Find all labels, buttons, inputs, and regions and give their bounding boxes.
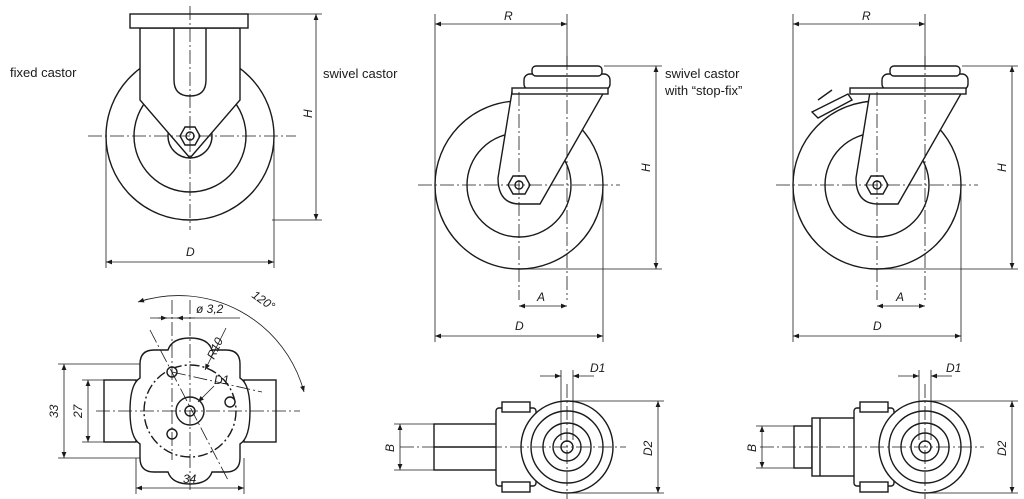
caption-swivel-castor: swivel castor (323, 66, 398, 81)
caption-stopfix-line1: swivel castor (665, 66, 740, 81)
caption-fixed-castor: fixed castor (10, 65, 77, 80)
swivel-dim-B: B (383, 444, 397, 452)
fixed-dim-H: H (301, 109, 315, 118)
swivel-dim-D: D (515, 319, 524, 333)
stopfix-castor-front-view: B D1 D2 (745, 361, 1018, 499)
stopfix-brake-lever (810, 93, 854, 119)
stopfix-dim-D: D (873, 319, 882, 333)
plate-dim-hole: ø 3,2 (196, 302, 224, 316)
swivel-dim-A: A (536, 290, 545, 304)
bolt-plate-hole-2 (224, 396, 236, 408)
stopfix-dim-A: A (895, 290, 904, 304)
stopfix-dim-B: B (745, 444, 759, 452)
fixed-castor-side-view: H D (88, 6, 322, 268)
stopfix-dim-D1: D1 (946, 361, 961, 375)
swivel-castor-side-view: R H A D (418, 9, 662, 342)
swivel-dim-H: H (639, 163, 653, 172)
fixed-top-plate (129, 13, 249, 29)
stopfix-dim-H: H (995, 163, 1009, 172)
plate-dim-34: 34 (183, 472, 197, 486)
stopfix-dim-D2: D2 (995, 440, 1009, 456)
bolt-plate-top-view: 120° ø 3,2 R10 D1 33 27 34 (47, 288, 305, 494)
swivel-dim-R: R (504, 9, 513, 23)
plate-dim-27: 27 (71, 403, 85, 419)
plate-dim-angle: 120° (249, 288, 278, 314)
caption-stopfix-line2: with “stop-fix” (665, 83, 743, 98)
stopfix-castor-side-view: R H A D (776, 9, 1018, 342)
swivel-dim-D2: D2 (641, 440, 655, 456)
stopfix-dim-R: R (862, 9, 871, 23)
fixed-dim-D: D (186, 245, 195, 259)
swivel-dim-D1: D1 (590, 361, 605, 375)
plate-dim-33: 33 (47, 404, 61, 418)
swivel-castor-front-view: B D1 D2 (383, 361, 664, 499)
plate-dim-D1: D1 (214, 373, 229, 387)
